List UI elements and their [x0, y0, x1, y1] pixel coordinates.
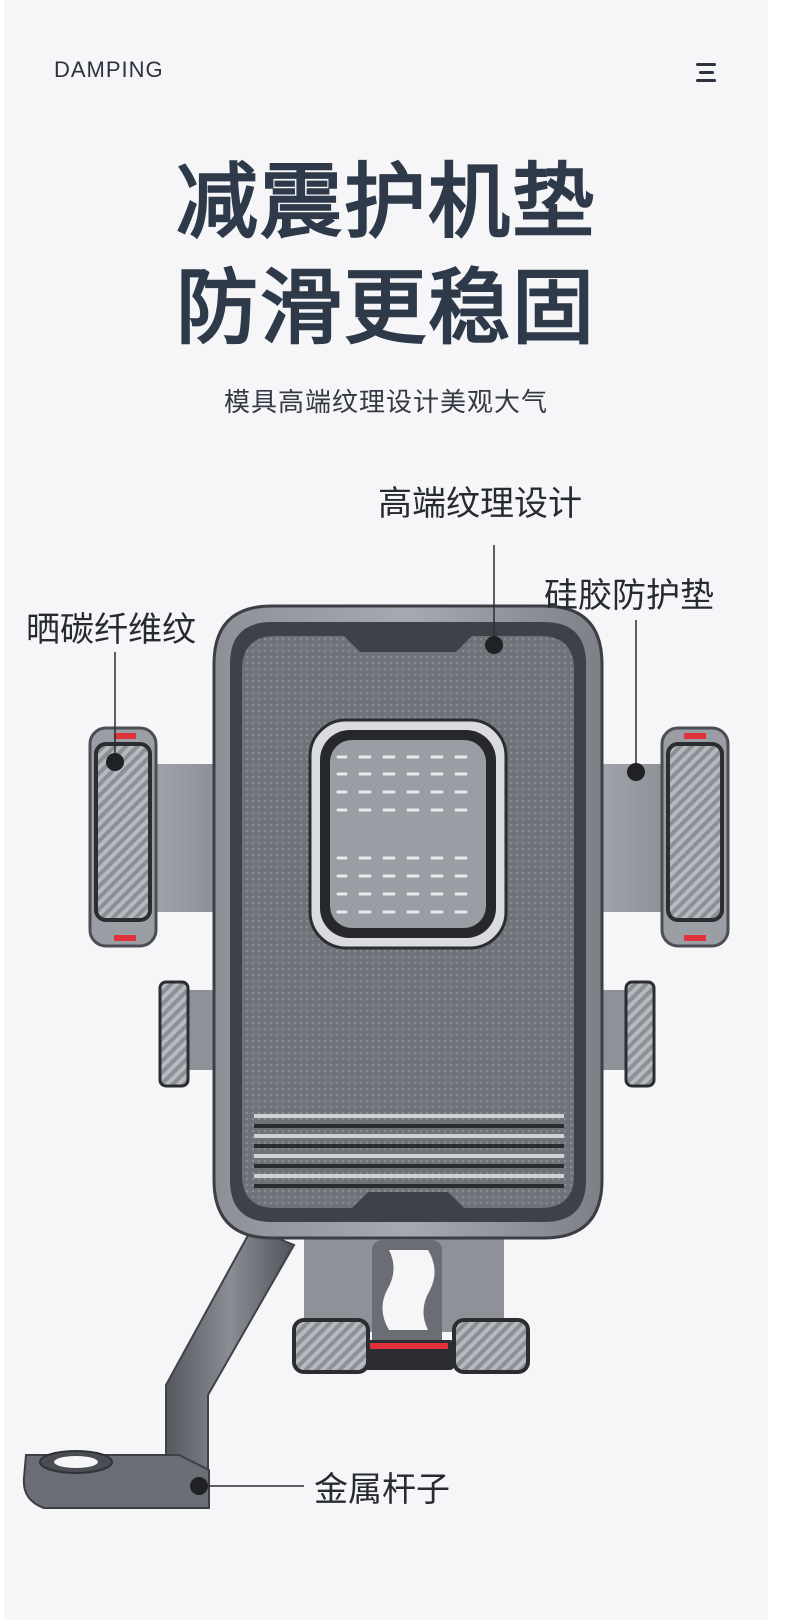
metal-rod [22, 1226, 296, 1509]
callout-texture-design: 高端纹理设计 [378, 484, 582, 524]
left-upper-grip [88, 726, 158, 948]
main-frame [212, 604, 604, 1240]
brand-name: DAMPING [54, 57, 164, 82]
hamburger-menu-icon[interactable] [696, 61, 718, 85]
phone-holder-illustration [22, 545, 730, 1509]
callout-silicone-pad: 硅胶防护垫 [544, 576, 714, 616]
headline-line-1: 减震护机垫 [175, 155, 596, 250]
right-upper-grip [660, 726, 730, 948]
headline-line-2: 防滑更稳固 [175, 261, 596, 356]
callout-leaders [106, 545, 645, 1495]
callout-carbon-fiber: 晒碳纤维纹 [26, 610, 196, 650]
subtitle: 模具高端纹理设计美观大气 [223, 388, 548, 418]
product-detail-page: DAMPING 减震护机垫 防滑更稳固 模具高端纹理设计美观大气 [4, 0, 768, 1620]
silicone-center-pad [308, 718, 508, 950]
bottom-clamp [292, 1232, 530, 1374]
bottom-stripes [254, 1114, 564, 1188]
callout-metal-rod: 金属杆子 [314, 1470, 450, 1510]
